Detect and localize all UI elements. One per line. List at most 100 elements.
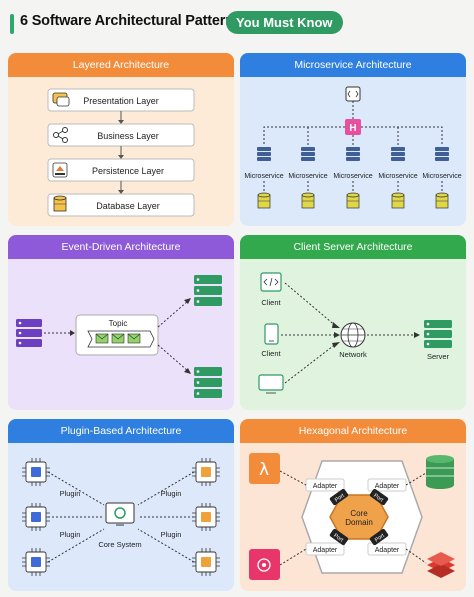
- microservice-node: Microservice: [288, 147, 328, 209]
- title-pill: You Must Know: [226, 11, 343, 34]
- database-icon: [346, 192, 360, 209]
- layer-label: Database Layer: [96, 201, 160, 211]
- microservice-panel: Microservice Architecture H Microservice…: [240, 53, 466, 226]
- microservice-node: Microservice: [333, 147, 373, 209]
- plugin-label: Plugin: [161, 489, 182, 498]
- core-line2: Domain: [345, 518, 373, 527]
- plugin-label: Plugin: [60, 530, 81, 539]
- server-label: Server: [427, 352, 450, 361]
- event-diagram: Topic: [16, 275, 222, 398]
- microservice-label: Microservice: [288, 173, 327, 180]
- port-badge: Port: [329, 488, 349, 506]
- layer-label: Persistence Layer: [92, 166, 164, 176]
- adapter-label: Adapter: [313, 483, 338, 490]
- microservice-title: Microservice Architecture: [240, 53, 466, 77]
- layer-label: Presentation Layer: [83, 96, 159, 106]
- phone-icon: [264, 323, 279, 345]
- layer-label: Business Layer: [97, 131, 159, 141]
- svg-text:H: H: [349, 123, 356, 134]
- layered-panel: Layered Architecture Presentation Layer …: [8, 53, 234, 226]
- svg-text:Port: Port: [334, 493, 346, 504]
- lambda-icon: λ: [249, 453, 280, 484]
- down-arrow: [118, 111, 124, 124]
- message-icon: [111, 333, 125, 344]
- database-icon: [435, 192, 449, 209]
- message-icon: [95, 333, 109, 344]
- microservice-label: Microservice: [378, 173, 417, 180]
- svg-text:Port: Port: [372, 493, 384, 504]
- hexagonal-diagram: λ Adapter Adapter Adapter Adapter Core D…: [249, 453, 455, 580]
- plugin-panel: Plugin-Based Architecture Plugin Plugin …: [8, 419, 234, 591]
- topic-label: Topic: [109, 319, 128, 328]
- core-label: Core System: [98, 540, 141, 549]
- layer-business: Business Layer: [47, 123, 195, 147]
- chat-icon: [52, 92, 70, 107]
- core-line1: Core: [350, 509, 368, 518]
- database-icon: [257, 192, 271, 209]
- server-icon: [424, 320, 452, 348]
- plugin-label: Plugin: [161, 530, 182, 539]
- database-icon: [53, 195, 67, 212]
- cpu-chip-icon: [192, 458, 220, 486]
- cpu-chip-icon: [22, 503, 50, 531]
- cpu-chip-icon: [192, 503, 220, 531]
- clientserver-panel: Client Server Architecture Client Client…: [240, 235, 466, 410]
- page-title: 6 Software Architectural Patterns: [20, 13, 242, 29]
- globe-icon: [340, 322, 366, 348]
- consumer-server-icon: [194, 275, 222, 306]
- port-badge: Port: [329, 528, 349, 546]
- clientserver-title: Client Server Architecture: [240, 235, 466, 259]
- down-arrow: [118, 146, 124, 159]
- core-system-icon: [105, 502, 135, 526]
- layer-presentation: Presentation Layer: [47, 88, 195, 112]
- message-icon: [127, 333, 141, 344]
- down-arrow: [118, 181, 124, 194]
- database-icon: [301, 192, 315, 209]
- adapter-label: Adapter: [375, 547, 400, 554]
- accent-bar: [10, 14, 14, 34]
- event-bus-icon: [249, 549, 280, 580]
- header: 6 Software Architectural Patterns You Mu…: [0, 0, 474, 46]
- plugin-title: Plugin-Based Architecture: [8, 419, 234, 443]
- server-icon: [391, 147, 405, 161]
- database-icon: [426, 455, 454, 489]
- svg-text:Port: Port: [374, 533, 386, 544]
- clientserver-diagram: Client Client Network Server: [258, 272, 452, 394]
- microservice-node: Microservice: [378, 147, 418, 209]
- client-label: Client: [261, 349, 281, 358]
- share-icon: [53, 127, 68, 143]
- microservice-label: Microservice: [244, 173, 283, 180]
- plugin-label: Plugin: [60, 489, 81, 498]
- code-window-icon: [260, 272, 282, 292]
- adapter-label: Adapter: [313, 547, 338, 554]
- consumer-server-icon: [194, 367, 222, 398]
- cpu-chip-icon: [22, 458, 50, 486]
- port-badge: Port: [369, 488, 389, 506]
- topic-box: Topic: [75, 314, 159, 356]
- arrow: [157, 298, 191, 328]
- microservice-node: Microservice: [244, 147, 284, 209]
- network-label: Network: [339, 350, 367, 359]
- adapter-box: [305, 542, 345, 556]
- cpu-chip-icon: [22, 548, 50, 576]
- layer-persistence: Persistence Layer: [47, 158, 195, 182]
- microservice-label: Microservice: [422, 173, 461, 180]
- server-icon: [301, 147, 315, 161]
- layer-database: Database Layer: [47, 193, 195, 217]
- hexagonal-title: Hexagonal Architecture: [240, 419, 466, 443]
- adapter-label: Adapter: [375, 483, 400, 490]
- monitor-icon: [258, 374, 284, 394]
- database-icon: [391, 192, 405, 209]
- server-icon: [257, 147, 271, 161]
- event-title: Event-Driven Architecture: [8, 235, 234, 259]
- producer-server-icon: [16, 319, 42, 347]
- hexagonal-panel: Hexagonal Architecture λ Adapter Adapter…: [240, 419, 466, 591]
- arrow: [157, 344, 191, 374]
- client-label: Client: [261, 298, 281, 307]
- microservice-label: Microservice: [333, 173, 372, 180]
- layered-title: Layered Architecture: [8, 53, 234, 77]
- server-icon: [435, 147, 449, 161]
- hard-drive-icon: [52, 162, 68, 178]
- arrow: [44, 330, 75, 336]
- cpu-chip-icon: [192, 548, 220, 576]
